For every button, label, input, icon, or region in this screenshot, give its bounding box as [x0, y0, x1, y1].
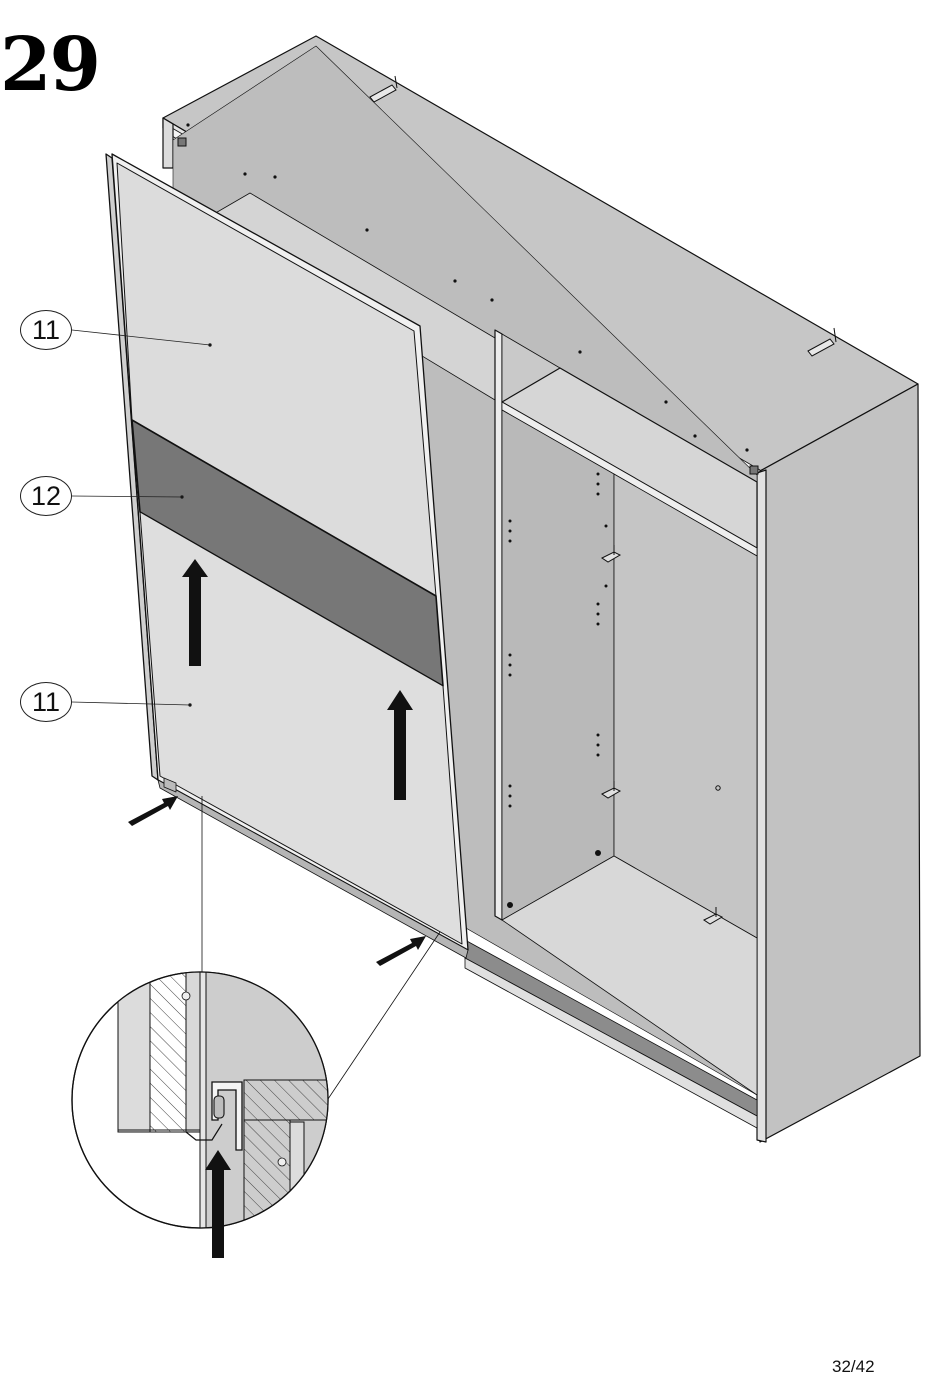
- part-callout-label: 11: [32, 315, 60, 346]
- part-callout: 11: [20, 682, 72, 722]
- right-side-panel: [760, 384, 920, 1142]
- left-side-edge: [163, 118, 173, 168]
- arrow-right-icon: [128, 796, 178, 826]
- step-number: 29: [0, 28, 99, 102]
- page-number: 32/42: [832, 1357, 875, 1377]
- right-side-front-edge: [757, 470, 766, 1142]
- right-compartment-wall: [502, 410, 614, 920]
- part-callout: 12: [20, 476, 72, 516]
- arrow-right-icon: [376, 936, 426, 966]
- part-callout-label: 11: [32, 687, 60, 718]
- center-divider-front: [495, 330, 502, 920]
- part-callout: 11: [20, 310, 72, 350]
- part-callout-label: 12: [31, 481, 61, 512]
